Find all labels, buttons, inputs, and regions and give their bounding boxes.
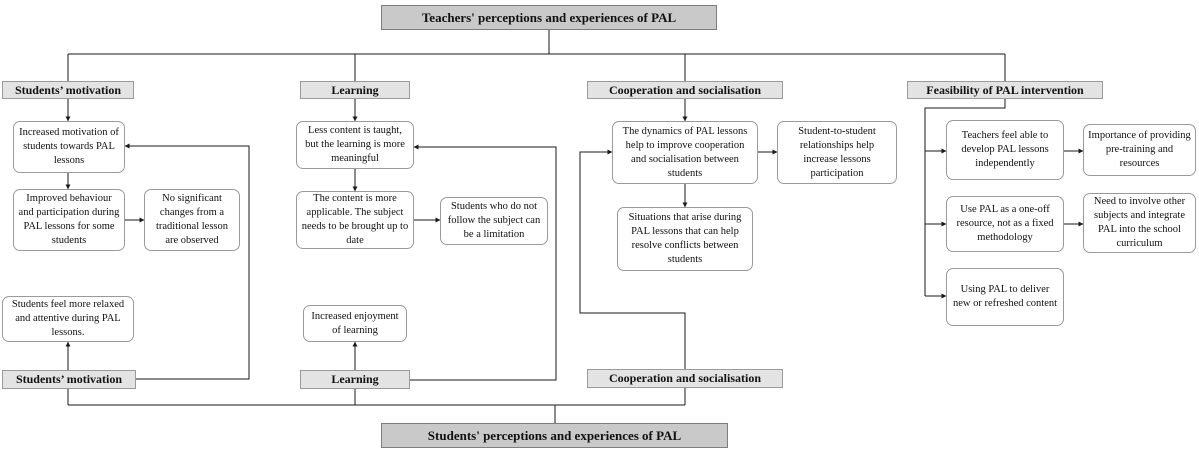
- link-student-motivation-to-increased: [124, 143, 250, 380]
- node-develop-lessons: Teachers feel able to develop PAL lesson…: [946, 120, 1064, 180]
- node-one-off-resource: Use PAL as a one-off resource, not as a …: [946, 196, 1064, 252]
- link-student-cooperation-to-dynamics: [579, 149, 686, 369]
- node-more-applicable: The content is more applicable. The subj…: [296, 191, 414, 249]
- node-no-significant-changes: No significant changes from a traditiona…: [144, 189, 240, 251]
- node-deliver-content: Using PAL to deliver new or refreshed co…: [946, 268, 1064, 326]
- students-perceptions-title: Students' perceptions and experiences of…: [381, 423, 728, 448]
- student-header-learning: Learning: [300, 370, 410, 389]
- node-relaxed-attentive: Students feel more relaxed and attentive…: [2, 296, 134, 342]
- node-increased-motivation: Increased motivation of students towards…: [13, 121, 125, 173]
- link-student-learning-to-less-content: [410, 144, 557, 381]
- node-less-content: Less content is taught, but the learning…: [296, 121, 414, 169]
- student-header-motivation: Students’ motivation: [2, 370, 136, 389]
- teacher-header-feasibility: Feasibility of PAL intervention: [907, 81, 1103, 99]
- feasibility-spine: [924, 99, 1006, 296]
- node-resolve-conflicts: Situations that arise during PAL lessons…: [617, 207, 753, 271]
- node-increased-enjoyment: Increased enjoyment of learning: [303, 305, 407, 342]
- teacher-header-motivation: Students’ motivation: [2, 81, 134, 99]
- node-integrate-curriculum: Need to involve other subjects and integ…: [1083, 193, 1196, 253]
- node-improved-behaviour: Improved behaviour and participation dur…: [13, 189, 125, 251]
- teacher-header-learning: Learning: [300, 81, 410, 99]
- teachers-perceptions-title: Teachers' perceptions and experiences of…: [381, 5, 717, 30]
- node-pre-training: Importance of providing pre-training and…: [1083, 124, 1196, 176]
- student-header-cooperation: Cooperation and socialisation: [587, 369, 783, 388]
- node-student-relationships: Student-to-student relationships help in…: [777, 121, 897, 184]
- node-not-follow-subject: Students who do not follow the subject c…: [440, 197, 548, 245]
- node-pal-dynamics: The dynamics of PAL lessons help to impr…: [612, 121, 758, 184]
- teacher-header-cooperation: Cooperation and socialisation: [587, 81, 783, 99]
